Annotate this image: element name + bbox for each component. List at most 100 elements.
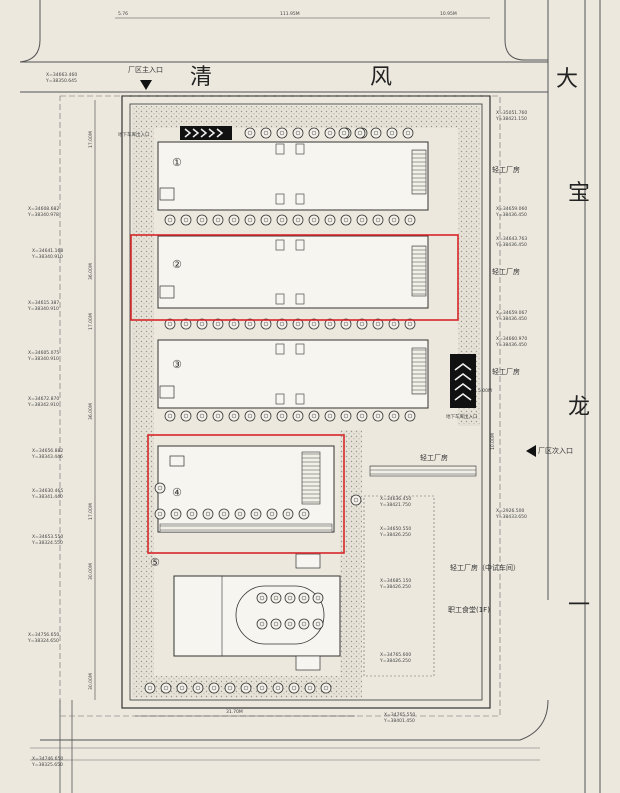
tree-icon <box>218 508 230 520</box>
tree-core-icon <box>407 217 413 223</box>
tree-icon <box>288 682 300 694</box>
coord-l7-x: X=34630.465 <box>32 488 63 494</box>
tree-core-icon <box>163 685 169 691</box>
tree-icon <box>180 214 192 226</box>
left-dimensions: 17.00M 36.00M 17.00M 36.00M 17.00M 30.00… <box>88 131 94 690</box>
dim-gate-width: 10.00M <box>490 433 496 450</box>
coord-r2-x: X=34659.060 <box>496 206 527 212</box>
tree-core-icon <box>279 130 285 136</box>
tree-core-icon <box>263 130 269 136</box>
tree-core-icon <box>247 130 253 136</box>
tree-core-icon <box>343 217 349 223</box>
dim-bottom-1: 31.70M <box>226 709 243 715</box>
coord-r4-y: Y=38436.450 <box>495 316 527 322</box>
tree-core-icon <box>157 511 163 517</box>
tree-icon <box>244 318 256 330</box>
tree-icon <box>308 214 320 226</box>
tree-core-icon <box>215 413 221 419</box>
tree-core-icon <box>215 321 221 327</box>
coord-r6-x: X=34636.450 <box>380 496 411 502</box>
coord-l6-y: Y=38343.446 <box>31 454 63 460</box>
tree-icon <box>388 214 400 226</box>
coord-bl-y: Y=38325.650 <box>31 762 63 768</box>
building-2: ② 轻工厂房 <box>157 235 520 309</box>
tree-icon <box>212 214 224 226</box>
tree-icon <box>372 214 384 226</box>
tree-icon <box>196 410 208 422</box>
coord-l5-x: X=34672.870 <box>28 396 59 402</box>
tree-icon <box>356 214 368 226</box>
road-name-east-2: 宝 <box>568 181 590 206</box>
dim-top-1: 5.76 <box>118 11 128 17</box>
road-curve-nw <box>19 0 41 63</box>
tree-core-icon <box>343 321 349 327</box>
tree-core-icon <box>227 685 233 691</box>
tree-icon <box>324 127 336 139</box>
tree-icon <box>176 682 188 694</box>
tree-icon <box>370 127 382 139</box>
dim-left-4: 36.00M <box>88 403 94 420</box>
building-2-number: ② <box>172 258 182 271</box>
tree-icon <box>404 214 416 226</box>
tree-icon <box>180 410 192 422</box>
highlight-box-building-2 <box>130 234 459 321</box>
road-curve-se <box>40 699 549 741</box>
tree-icon <box>260 318 272 330</box>
road-name-east-1: 大 <box>556 67 578 92</box>
coord-tl-x: X=34663.460 <box>46 72 77 78</box>
tree-icon <box>284 592 296 604</box>
tree-core-icon <box>327 217 333 223</box>
tree-core-icon <box>359 413 365 419</box>
tree-core-icon <box>205 511 211 517</box>
tree-core-icon <box>279 413 285 419</box>
tree-icon <box>244 127 256 139</box>
building-3-label: 轻工厂房 <box>492 367 520 376</box>
tree-icon <box>298 592 310 604</box>
tree-core-icon <box>323 685 329 691</box>
tree-icon <box>276 318 288 330</box>
tree-core-icon <box>287 595 293 601</box>
road-curve-ne <box>504 0 548 61</box>
tree-layer <box>144 127 416 694</box>
tree-icon <box>386 127 398 139</box>
north-gate-label: 厂区主入口 <box>128 65 163 74</box>
guard-house-1 <box>295 553 321 569</box>
tree-core-icon <box>327 413 333 419</box>
tree-icon <box>402 127 414 139</box>
tree-icon <box>250 508 262 520</box>
plaza-east <box>363 495 435 677</box>
tree-core-icon <box>237 511 243 517</box>
tree-core-icon <box>311 413 317 419</box>
road-name-east-3: 龙 <box>568 395 590 420</box>
tree-icon <box>320 682 332 694</box>
coord-r10-x: X=2926.500 <box>496 508 524 514</box>
tree-icon <box>244 214 256 226</box>
tree-core-icon <box>359 217 365 223</box>
coord-l5-y: Y=38342.910 <box>27 402 59 408</box>
tree-core-icon <box>311 321 317 327</box>
north-gate-arrow-icon <box>140 80 152 90</box>
tree-icon <box>292 214 304 226</box>
tree-icon <box>324 318 336 330</box>
stair-3 <box>411 347 427 395</box>
tree-core-icon <box>307 685 313 691</box>
coord-r8-x: X=34685.150 <box>380 578 411 584</box>
building-4-number: ④ <box>172 486 182 499</box>
tree-icon <box>388 410 400 422</box>
tree-core-icon <box>375 413 381 419</box>
tree-icon <box>164 214 176 226</box>
tree-icon <box>388 318 400 330</box>
tree-core-icon <box>353 497 359 503</box>
tree-core-icon <box>285 511 291 517</box>
tree-core-icon <box>167 217 173 223</box>
tree-core-icon <box>315 595 321 601</box>
tree-icon <box>208 682 220 694</box>
tree-core-icon <box>391 413 397 419</box>
tree-icon <box>354 127 366 139</box>
tree-icon <box>356 318 368 330</box>
tree-icon <box>228 318 240 330</box>
tree-icon <box>356 410 368 422</box>
east-gate-arrow-icon <box>526 445 536 457</box>
coords-right: X=35051.760 Y=38421.150 X=34659.060 Y=38… <box>379 110 527 724</box>
tree-icon <box>224 682 236 694</box>
